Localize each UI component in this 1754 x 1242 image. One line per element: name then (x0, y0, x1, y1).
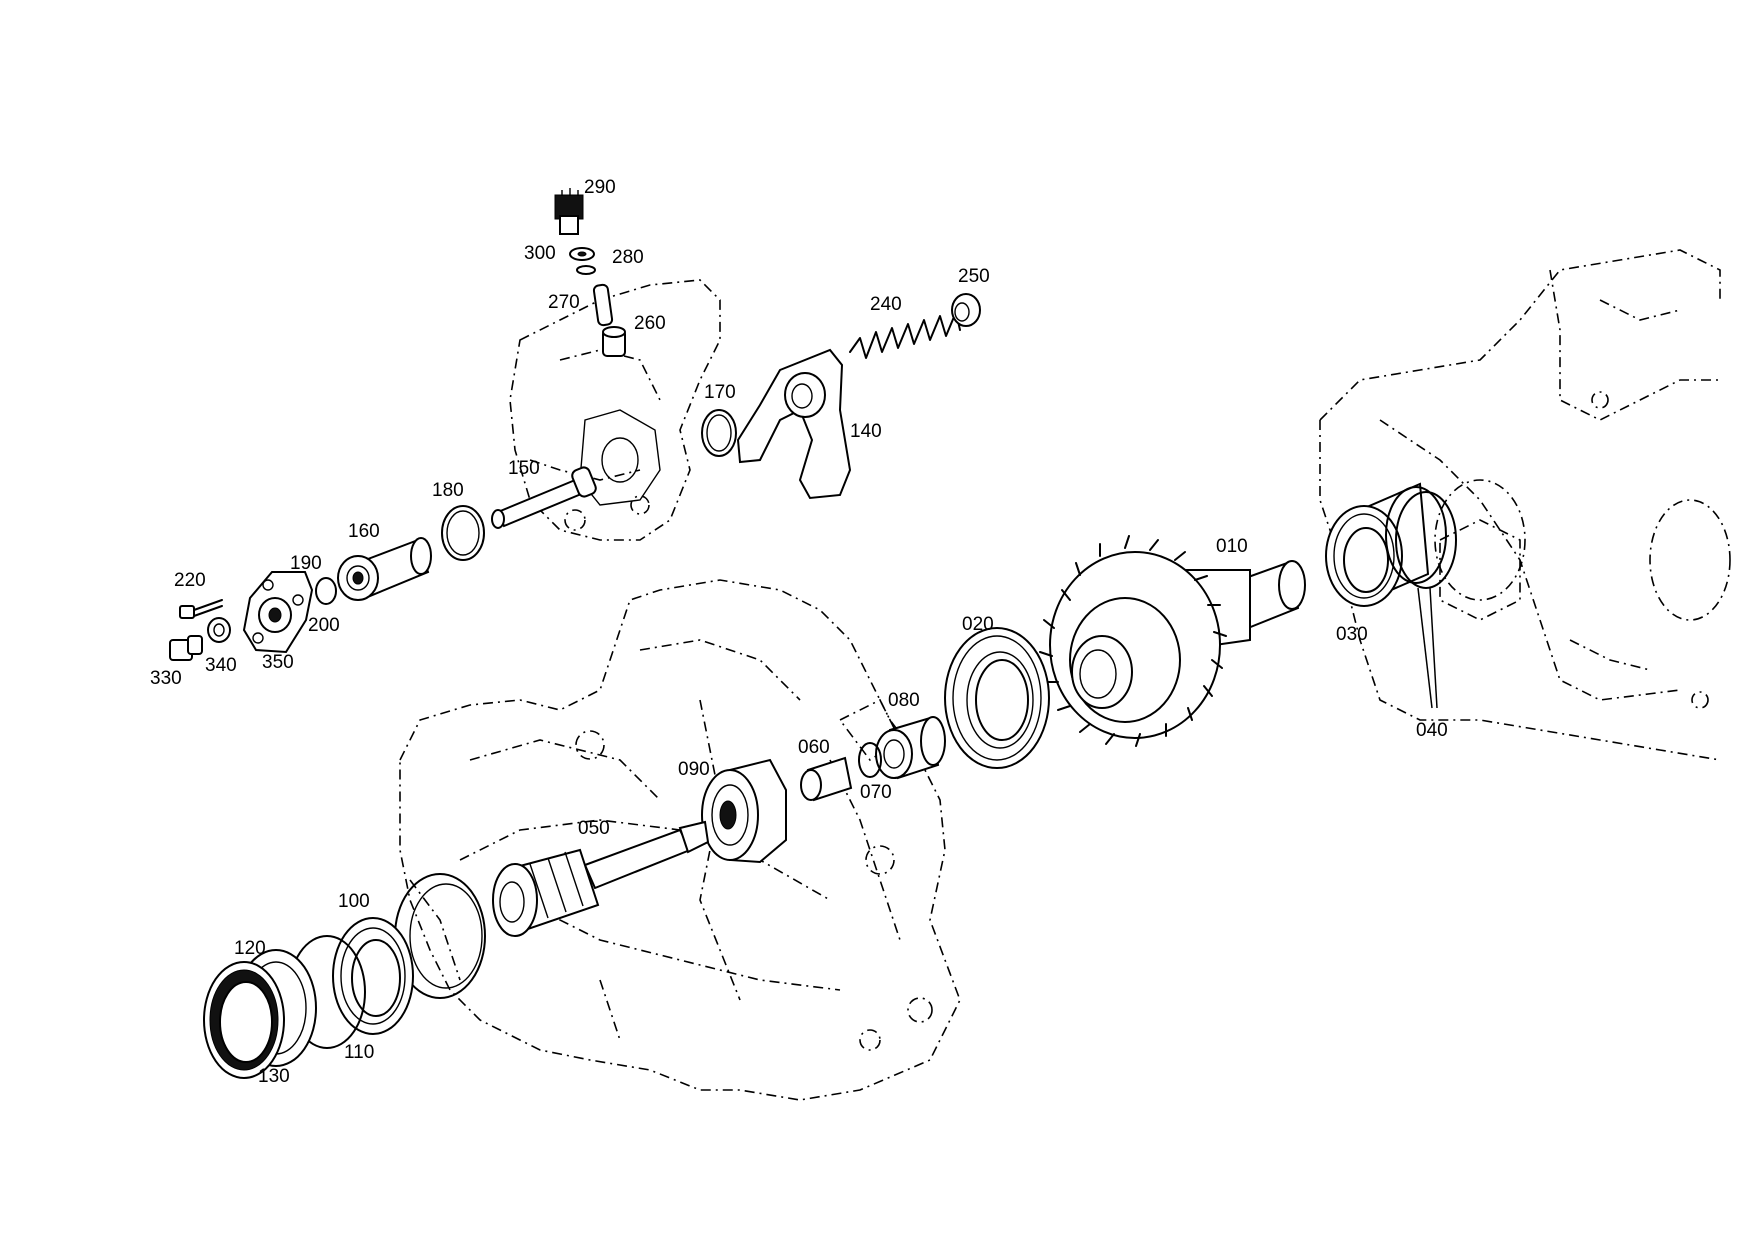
callout-100: 100 (338, 891, 370, 912)
callout-330: 330 (150, 668, 182, 689)
part-180-o-ring (441, 505, 485, 561)
callout-110: 110 (344, 1042, 374, 1063)
callout-260: 260 (634, 313, 666, 334)
part-080-needle-bearing (875, 716, 946, 780)
part-300-washer (569, 247, 595, 261)
callout-200: 200 (308, 615, 340, 636)
part-150-shift-rod (491, 466, 597, 529)
part-010-gear (1039, 535, 1306, 747)
callout-220: 220 (174, 570, 206, 591)
callout-270: 270 (548, 292, 580, 313)
callout-280: 280 (612, 247, 644, 268)
callout-120: 120 (234, 938, 266, 959)
part-280-ring (576, 265, 596, 275)
callout-290: 290 (584, 177, 616, 198)
part-240-spring (849, 311, 961, 359)
part-030-bearing (1325, 482, 1430, 607)
callout-080: 080 (888, 690, 920, 711)
part-100-bearing (332, 917, 414, 1035)
part-060-sleeve (800, 756, 853, 802)
callout-130: 130 (258, 1066, 290, 1087)
part-140-shift-fork (736, 348, 852, 500)
part-350-cover-plate (242, 571, 314, 654)
part-160-bushing (337, 537, 432, 601)
callout-040: 040 (1416, 720, 1448, 741)
callout-300: 300 (524, 243, 556, 264)
callout-070: 070 (860, 782, 892, 803)
callout-020: 020 (962, 614, 994, 635)
part-020-bearing (944, 627, 1050, 769)
callout-180: 180 (432, 480, 464, 501)
callout-030: 030 (1336, 624, 1368, 645)
callout-160: 160 (348, 521, 380, 542)
callout-340: 340 (205, 655, 237, 676)
callout-060: 060 (798, 737, 830, 758)
part-290-pressure-switch (554, 188, 584, 235)
callout-140: 140 (850, 421, 882, 442)
callout-090: 090 (678, 759, 710, 780)
part-130-seal (203, 961, 285, 1079)
callout-250: 250 (958, 266, 990, 287)
part-190-ring (315, 577, 337, 605)
callout-050: 050 (578, 818, 610, 839)
part-270-pin (592, 283, 614, 327)
part-330-plug (169, 635, 203, 661)
callout-150: 150 (508, 458, 540, 479)
part-250-plug (951, 293, 981, 327)
callout-190: 190 (290, 553, 322, 574)
part-090-coupling (701, 758, 787, 864)
part-040-shim-rings (1385, 486, 1457, 589)
callout-010: 010 (1216, 536, 1248, 557)
part-050-input-shaft (492, 820, 710, 937)
callout-240: 240 (870, 294, 902, 315)
right-housing (1319, 249, 1731, 761)
part-070-snap-ring (858, 742, 882, 778)
part-220-bolt (179, 599, 223, 619)
part-260-sleeve (602, 326, 626, 357)
main-gearbox-housing (399, 579, 961, 1101)
callout-350: 350 (262, 652, 294, 673)
part-340-washer (207, 617, 231, 643)
callout-170: 170 (704, 382, 736, 403)
part-170-o-ring (701, 409, 737, 457)
